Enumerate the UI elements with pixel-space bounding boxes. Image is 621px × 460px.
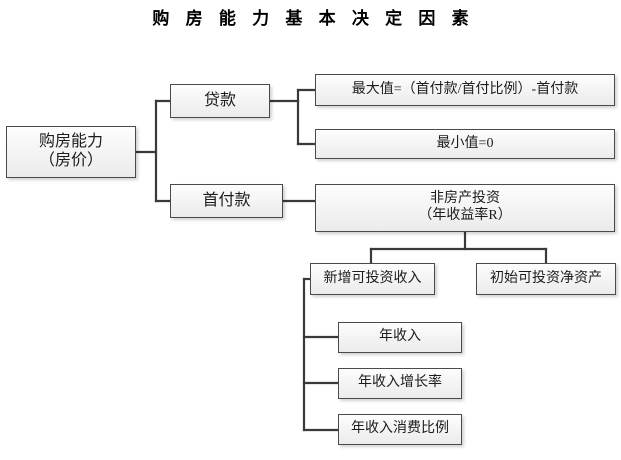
node-root[interactable]: 购房能力 （房价）: [6, 126, 136, 178]
node-loan[interactable]: 贷款: [170, 84, 270, 118]
node-annual-income[interactable]: 年收入: [338, 322, 462, 353]
node-new-investable-income[interactable]: 新增可投资收入: [310, 263, 435, 295]
node-annual-income-consumption-ratio[interactable]: 年收入消费比例: [338, 414, 462, 445]
node-annual-income-growth-rate[interactable]: 年收入增长率: [338, 368, 462, 399]
node-non-property-investment[interactable]: 非房产投资 （年收益率R）: [315, 184, 615, 232]
page-title: 购 房 能 力 基 本 决 定 因 素: [152, 9, 475, 28]
node-loan-min[interactable]: 最小值=0: [315, 129, 615, 159]
node-loan-max[interactable]: 最大值=（首付款/首付比例）-首付款: [315, 74, 615, 106]
node-down-payment[interactable]: 首付款: [170, 184, 283, 218]
node-initial-investable-net-assets[interactable]: 初始可投资净资产: [476, 263, 616, 295]
